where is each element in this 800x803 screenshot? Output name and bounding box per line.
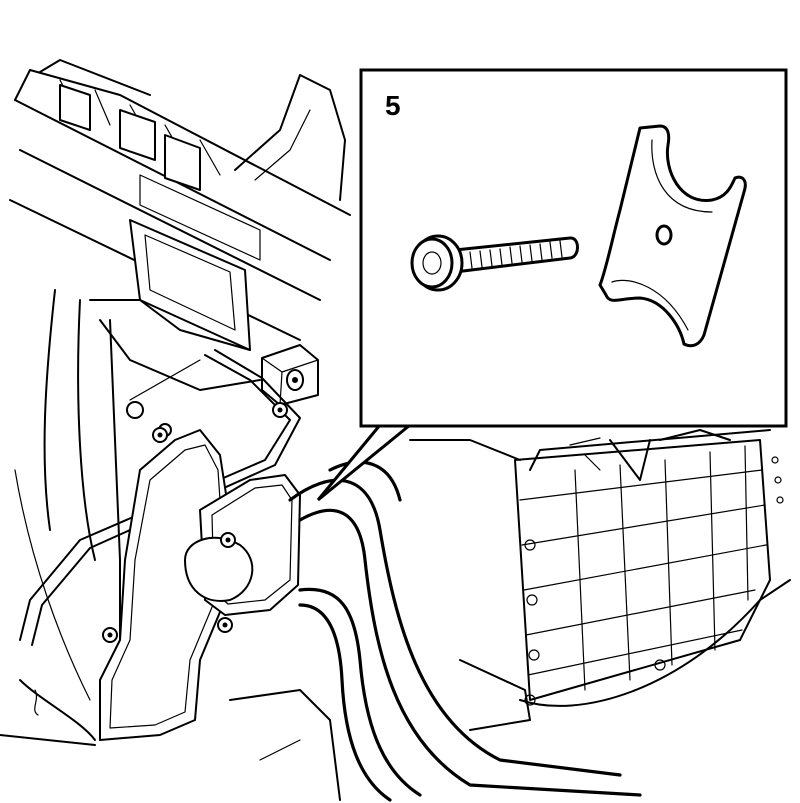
engine-bay-assembly: [0, 59, 791, 802]
left-panel: [14, 289, 201, 701]
upper-crossmember: [9, 59, 351, 341]
lower-cover-plate: [99, 402, 288, 741]
left-bracket: [89, 219, 261, 391]
socket-head-bolt-icon: [410, 234, 579, 292]
lower-body-edges: [0, 679, 341, 801]
spacer-bracket-plate-icon: [598, 124, 747, 348]
heater-core: [409, 429, 791, 731]
callout-leader: [316, 423, 411, 502]
callout-detail: 5: [316, 68, 788, 502]
heater-hoses: [288, 460, 642, 802]
hose-flange: [184, 474, 301, 616]
bracket-rod: [19, 349, 301, 646]
callout-number: 5: [385, 90, 401, 121]
connector-clip: [261, 344, 319, 406]
